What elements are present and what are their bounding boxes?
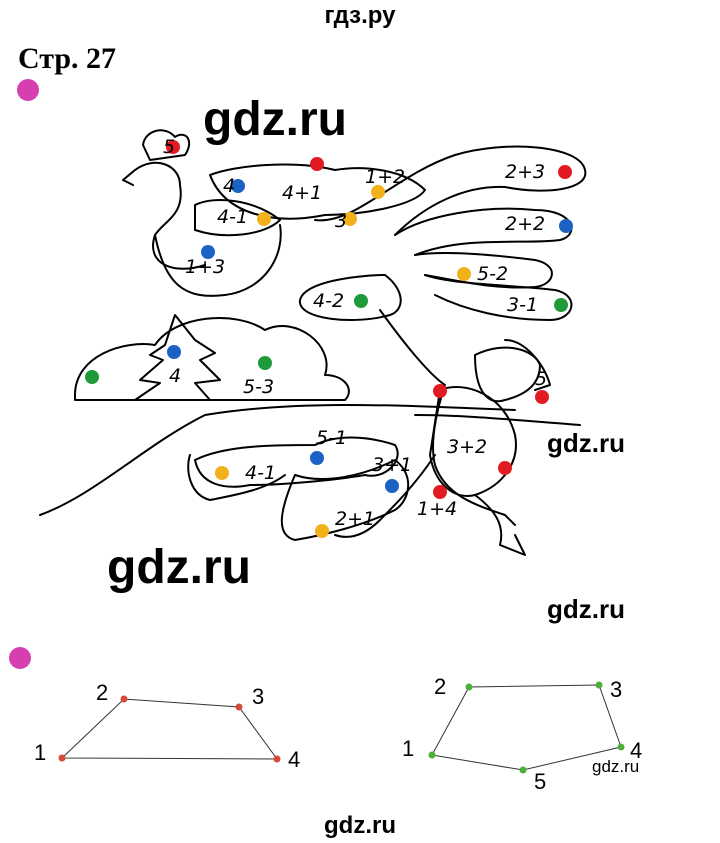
- dot-blue: [231, 179, 245, 193]
- ground-line: [39, 404, 516, 516]
- point-1: [58, 754, 66, 762]
- boy-hand: [474, 494, 526, 556]
- label-right-3: 3: [610, 677, 622, 702]
- tail-feather-4m2: [298, 274, 402, 321]
- dot-red: [558, 165, 572, 179]
- expr-cap-5: 5: [535, 368, 547, 390]
- label-right-2: 2: [434, 674, 446, 699]
- site-footer: gdz.ru: [324, 812, 396, 839]
- dot-red: [433, 384, 447, 398]
- expr-tail-2p2: 2+2: [505, 213, 545, 235]
- dot-yellow: [315, 524, 329, 538]
- boy-leg-upper: [194, 436, 399, 488]
- tree-outline: [134, 314, 221, 401]
- point-1: [428, 751, 436, 759]
- site-title: гдз.ру: [324, 2, 396, 29]
- tail-feather-2p3: [314, 145, 587, 236]
- expr-wing-3: 3: [335, 210, 347, 232]
- dot-yellow: [257, 212, 271, 226]
- expr-wing-4m1: 4-1: [217, 206, 248, 228]
- dot-blue: [385, 479, 399, 493]
- bush-outline: [74, 317, 350, 401]
- point-3: [595, 681, 603, 689]
- tail-feather-3m1: [424, 274, 573, 321]
- figure-left: 1 2 3 4: [34, 680, 300, 772]
- expr-tail-3m1: 3-1: [507, 294, 538, 316]
- dot-blue: [201, 245, 215, 259]
- label-left-4: 4: [288, 747, 300, 772]
- dot-red: [166, 140, 180, 154]
- bird-crest: [142, 129, 191, 161]
- dot-red: [535, 390, 549, 404]
- label-left-3: 3: [252, 684, 264, 709]
- dot-green: [554, 298, 568, 312]
- bird-body: [154, 224, 282, 297]
- expr-leg-2p1: 2+1: [335, 508, 375, 530]
- expr-coat-3p2: 3+2: [447, 436, 487, 458]
- point-4: [273, 755, 281, 763]
- task-bullet-2: [9, 647, 31, 669]
- expr-body-1p3: 1+3: [185, 256, 225, 278]
- coloring-picture: 5 4 4+1 1+2 4-1 3 1+3 2+3 2+2 5-2 3-1 4-…: [39, 129, 587, 556]
- point-3: [235, 703, 243, 711]
- watermark-small: gdz.ru: [592, 757, 640, 776]
- dot-red: [433, 485, 447, 499]
- dot-blue: [559, 219, 573, 233]
- dot-red: [498, 461, 512, 475]
- label-right-5: 5: [534, 769, 546, 794]
- point-4: [617, 743, 625, 751]
- dot-yellow: [457, 267, 471, 281]
- dot-green: [258, 356, 272, 370]
- task-bullet-1: [17, 79, 39, 101]
- point-5: [519, 766, 527, 774]
- watermark-main-1: gdz.ru: [203, 93, 347, 146]
- label-left-1: 1: [34, 740, 46, 765]
- dot-green: [85, 370, 99, 384]
- expr-bush-5m3: 5-3: [243, 376, 274, 398]
- dot-yellow: [215, 466, 229, 480]
- watermark-side-2: gdz.ru: [547, 594, 625, 624]
- expr-leg-4m1: 4-1: [245, 462, 276, 484]
- dot-blue: [310, 451, 324, 465]
- bird-neck: [134, 161, 206, 270]
- color-dots: [85, 140, 573, 538]
- bird-wing-4m1: [194, 199, 281, 237]
- boy-leg-lower: [280, 459, 410, 541]
- expr-sleeve-1p4: 1+4: [417, 498, 457, 520]
- watermark-side-1: gdz.ru: [547, 428, 625, 458]
- label-right-1: 1: [402, 736, 414, 761]
- figure-right: 1 2 3 4 5: [402, 674, 642, 794]
- boy-arm-down: [334, 454, 436, 538]
- expr-tail-2p3: 2+3: [505, 161, 545, 183]
- dot-green: [354, 294, 368, 308]
- label-right-4: 4: [630, 738, 642, 763]
- expr-crest: 5: [163, 136, 175, 158]
- expr-wing-4: 4: [223, 175, 235, 197]
- point-2: [120, 695, 128, 703]
- dot-yellow: [343, 212, 357, 226]
- expr-wing-4p1: 4+1: [282, 182, 322, 204]
- expr-leg-3p1: 3+1: [372, 454, 412, 476]
- dot-figures: 1 2 3 4 1 2 3 4 5: [34, 674, 642, 794]
- page-number: Стр. 27: [18, 42, 117, 75]
- expr-leg-5m1: 5-1: [316, 427, 347, 449]
- expr-tail-5m2: 5-2: [477, 263, 508, 285]
- expr-tree-4: 4: [169, 365, 181, 387]
- dot-blue: [167, 345, 181, 359]
- boy-cap: [504, 339, 551, 391]
- point-2: [465, 683, 473, 691]
- boy-head: [474, 346, 541, 403]
- expr-wing-1p2: 1+2: [365, 166, 405, 188]
- watermark-main-2: gdz.ru: [107, 541, 251, 594]
- dot-red: [310, 157, 324, 171]
- dot-yellow: [371, 185, 385, 199]
- label-left-2: 2: [96, 680, 108, 705]
- expr-tail-4m2: 4-2: [313, 290, 344, 312]
